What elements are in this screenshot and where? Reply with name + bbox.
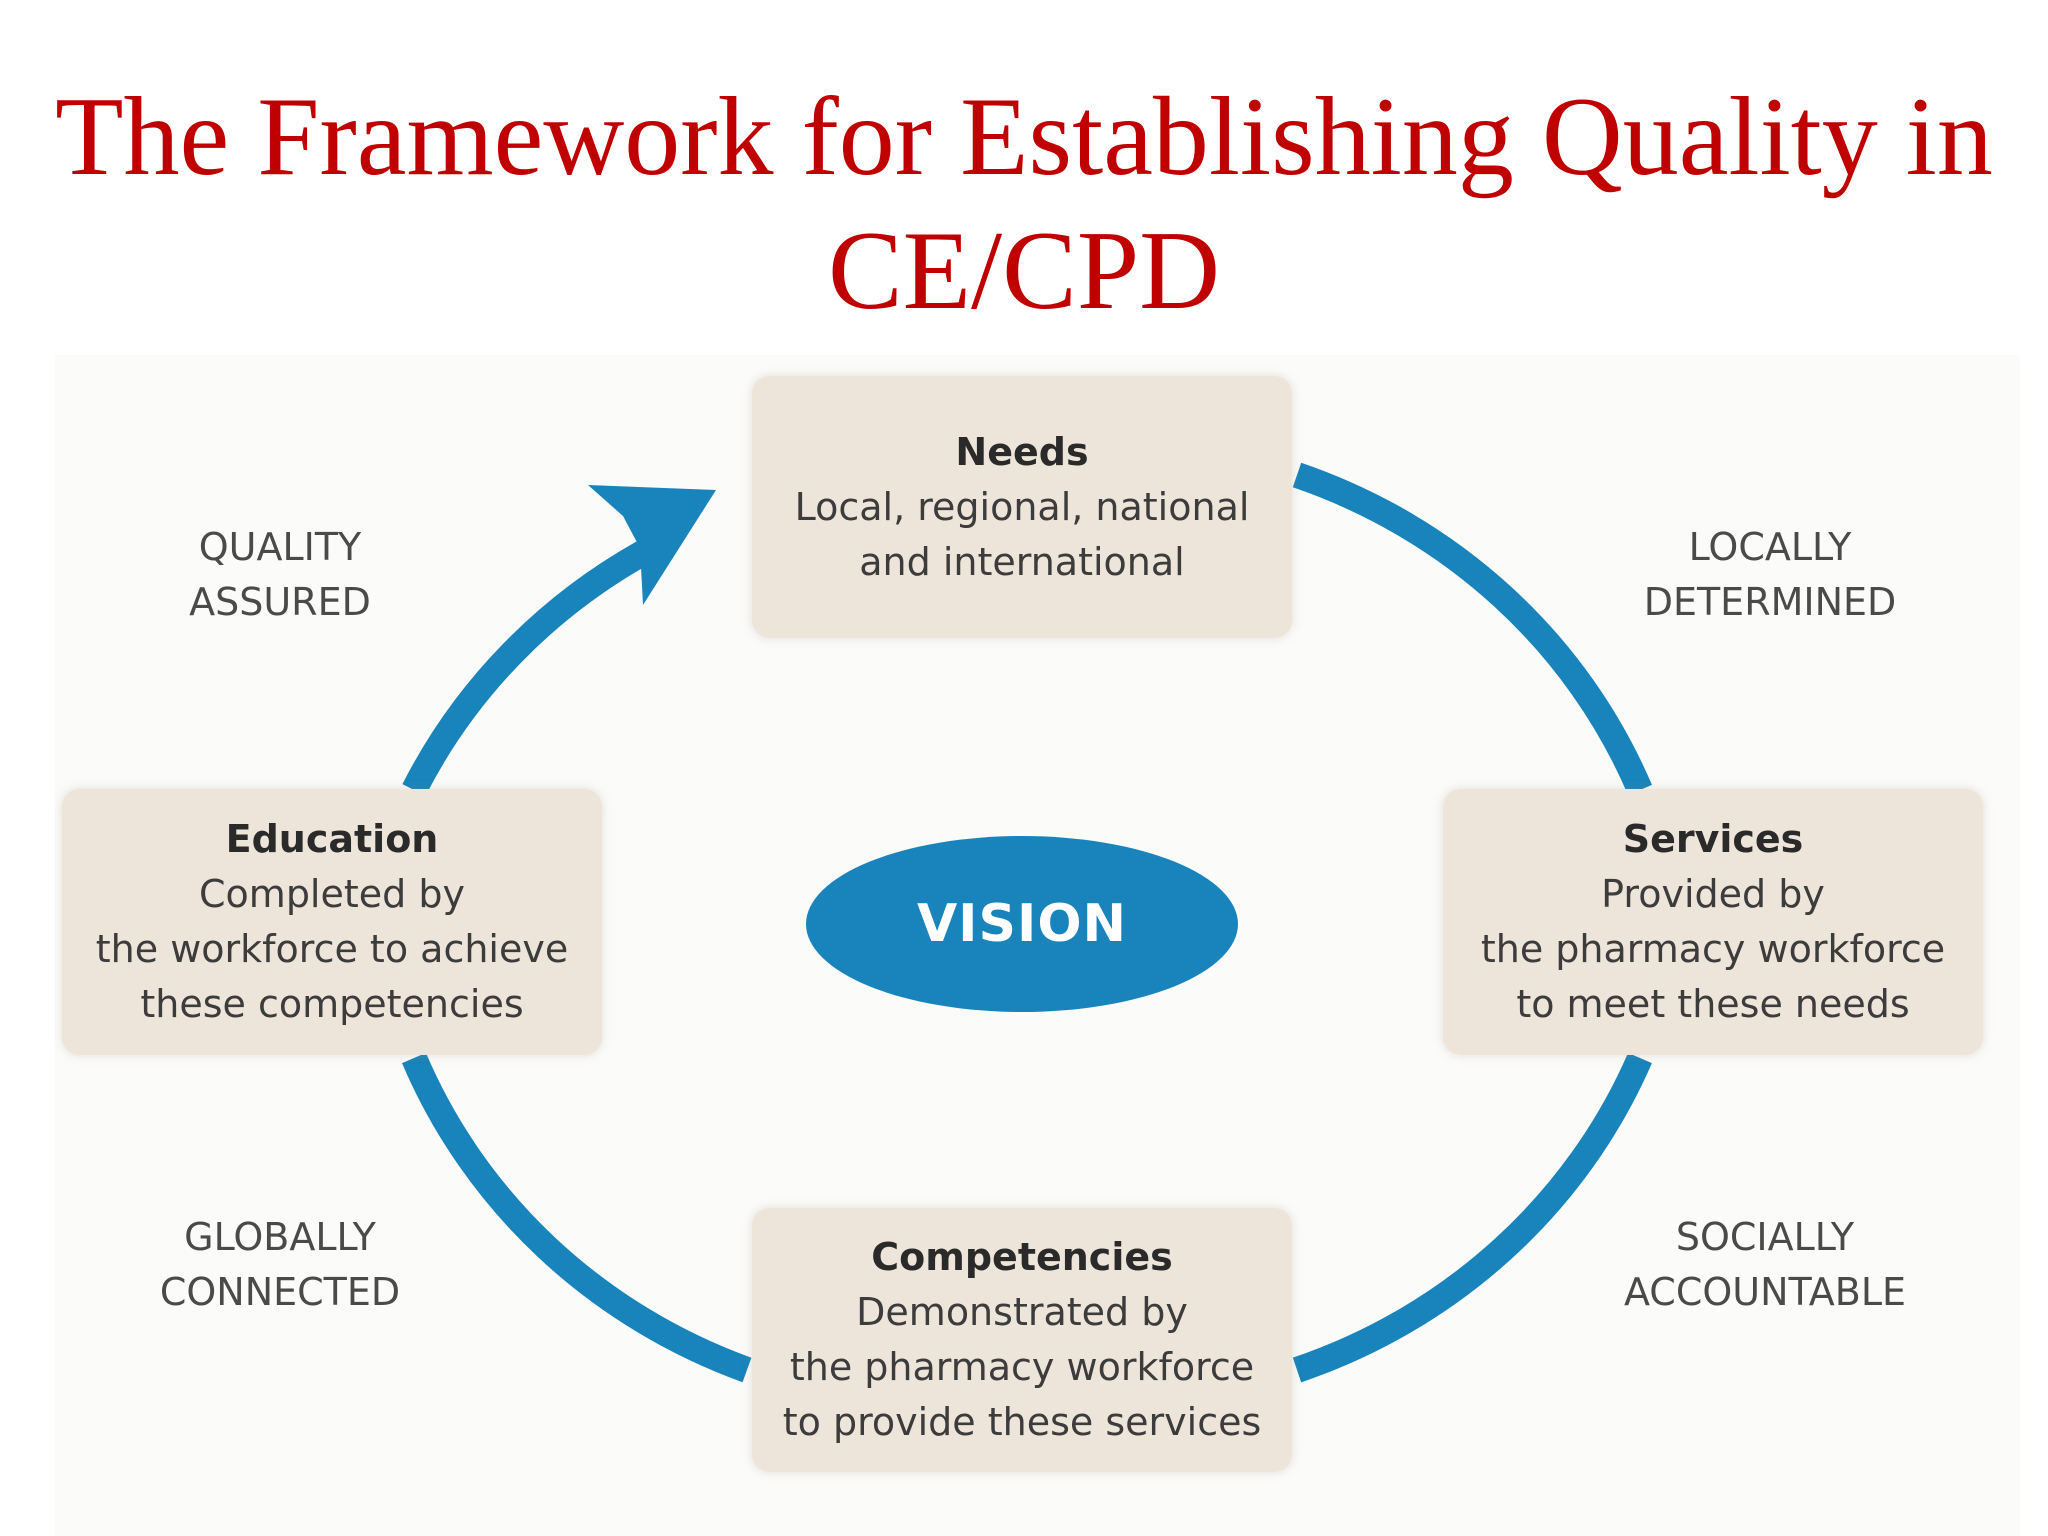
services-title: Services <box>1622 817 1804 861</box>
arrowhead <box>588 485 716 605</box>
services-line-2: the pharmacy workforce <box>1480 927 1946 971</box>
needs-line-2: and international <box>859 539 1185 584</box>
socially-accountable-line-2: ACCOUNTABLE <box>1623 1270 1907 1314</box>
quality-assured-line-1: QUALITY <box>198 525 362 569</box>
services-line-3: to meet these needs <box>1516 982 1910 1026</box>
services-box: Services Provided by the pharmacy workfo… <box>1443 789 1983 1055</box>
competencies-line-3: to provide these services <box>782 1400 1262 1444</box>
needs-title: Needs <box>955 429 1089 474</box>
vision-ellipse: VISION <box>806 836 1238 1012</box>
arc-competencies-to-education <box>402 1052 752 1383</box>
competencies-line-1: Demonstrated by <box>856 1290 1188 1334</box>
socially-accountable-line-1: SOCIALLY <box>1675 1215 1855 1259</box>
locally-determined-label: LOCALLY DETERMINED <box>1620 520 1920 630</box>
education-line-1: Completed by <box>199 872 465 916</box>
title-line-2: CE/CPD <box>827 209 1221 333</box>
services-line-1: Provided by <box>1601 872 1825 916</box>
education-title: Education <box>225 817 439 861</box>
competencies-title: Competencies <box>871 1235 1173 1279</box>
arc-education-to-needs <box>402 538 655 796</box>
locally-determined-line-2: DETERMINED <box>1643 580 1897 624</box>
competencies-box: Competencies Demonstrated by the pharmac… <box>752 1208 1292 1472</box>
education-box: Education Completed by the workforce to … <box>62 789 602 1055</box>
socially-accountable-label: SOCIALLY ACCOUNTABLE <box>1600 1210 1930 1320</box>
education-line-2: the workforce to achieve <box>95 927 569 971</box>
competencies-line-2: the pharmacy workforce <box>789 1345 1255 1389</box>
globally-connected-line-1: GLOBALLY <box>184 1215 376 1259</box>
arc-needs-to-services <box>1292 462 1652 796</box>
arc-services-to-competencies <box>1292 1052 1652 1383</box>
title-line-1: The Framework for Establishing Quality i… <box>55 75 1993 199</box>
locally-determined-line-1: LOCALLY <box>1688 525 1852 569</box>
quality-assured-label: QUALITY ASSURED <box>150 520 410 630</box>
slide-title: The Framework for Establishing Quality i… <box>0 70 2048 338</box>
needs-box: Needs Local, regional, national and inte… <box>752 376 1292 638</box>
quality-assured-line-2: ASSURED <box>189 580 371 624</box>
needs-line-1: Local, regional, national <box>794 484 1250 529</box>
vision-label: VISION <box>916 894 1128 954</box>
globally-connected-line-2: CONNECTED <box>159 1270 401 1314</box>
education-line-3: these competencies <box>140 982 524 1026</box>
globally-connected-label: GLOBALLY CONNECTED <box>140 1210 420 1320</box>
